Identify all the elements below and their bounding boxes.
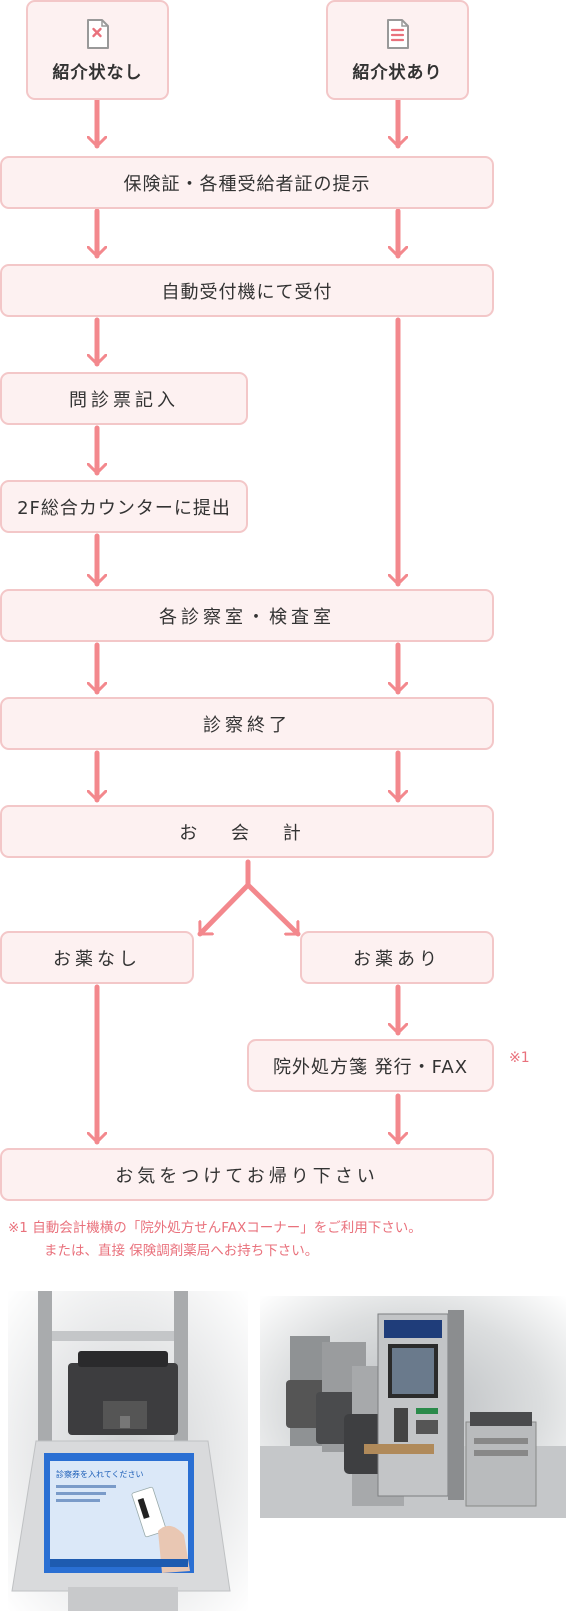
split-left: [197, 882, 251, 937]
step-with-medicine-label: お薬あり: [353, 948, 441, 970]
split-right: [245, 882, 301, 937]
step-questionnaire-label: 問診票記入: [69, 389, 179, 411]
step-auto-reception-label: 自動受付機にて受付: [161, 281, 333, 303]
with-referral-label: 紹介状あり: [352, 62, 443, 83]
footnote-line-1: ※1 自動会計機横の「院外処方せんFAXコーナー」をご利用下さい。: [8, 1220, 422, 1236]
with-referral-box: 紹介状あり: [326, 0, 469, 100]
step-with-medicine: お薬あり: [300, 931, 494, 984]
payment-area-photo: [260, 1296, 566, 1518]
step-prescription-fax-label: 院外処方箋 発行・FAX: [272, 1056, 469, 1078]
no-referral-label: 紹介状なし: [52, 62, 143, 83]
step-exam-end-label: 診察終了: [203, 714, 291, 736]
document-x-icon: [86, 18, 109, 49]
step-goodbye-label: お気をつけてお帰り下さい: [115, 1165, 379, 1187]
reception-machine-illustration: 診察券を入れてください: [11, 1291, 231, 1611]
step-submit-counter: 2F総合カウンターに提出: [0, 480, 248, 533]
step-payment: お 会 計: [0, 805, 494, 858]
payment-area-illustration: [260, 1310, 566, 1518]
step-no-medicine-label: お薬なし: [53, 948, 141, 970]
footnote-line-2: または、直接 保険調剤薬局へお持ち下さい。: [44, 1243, 319, 1259]
note-marker: ※1: [509, 1050, 530, 1066]
no-referral-box: 紹介状なし: [26, 0, 169, 100]
document-lines-icon: [386, 18, 409, 49]
step-insurance-card: 保険証・各種受給者証の提示: [0, 156, 494, 209]
step-goodbye: お気をつけてお帰り下さい: [0, 1148, 494, 1201]
step-submit-counter-label: 2F総合カウンターに提出: [17, 497, 231, 519]
footnote: ※1 自動会計機横の「院外処方せんFAXコーナー」をご利用下さい。 または、直接…: [8, 1217, 422, 1263]
screen-title-text: 診察券を入れてください: [56, 1469, 144, 1479]
step-prescription-fax: 院外処方箋 発行・FAX: [247, 1039, 494, 1092]
step-insurance-label: 保険証・各種受給者証の提示: [123, 173, 371, 195]
step-questionnaire: 問診票記入: [0, 372, 248, 425]
step-exam-rooms-label: 各診察室・検査室: [159, 606, 335, 628]
step-auto-reception: 自動受付機にて受付: [0, 264, 494, 317]
step-exam-end: 診察終了: [0, 697, 494, 750]
step-payment-label: お 会 計: [179, 822, 315, 844]
step-exam-rooms: 各診察室・検査室: [0, 589, 494, 642]
reception-machine-photo: 診察券を入れてください: [8, 1291, 248, 1611]
step-no-medicine: お薬なし: [0, 931, 194, 984]
